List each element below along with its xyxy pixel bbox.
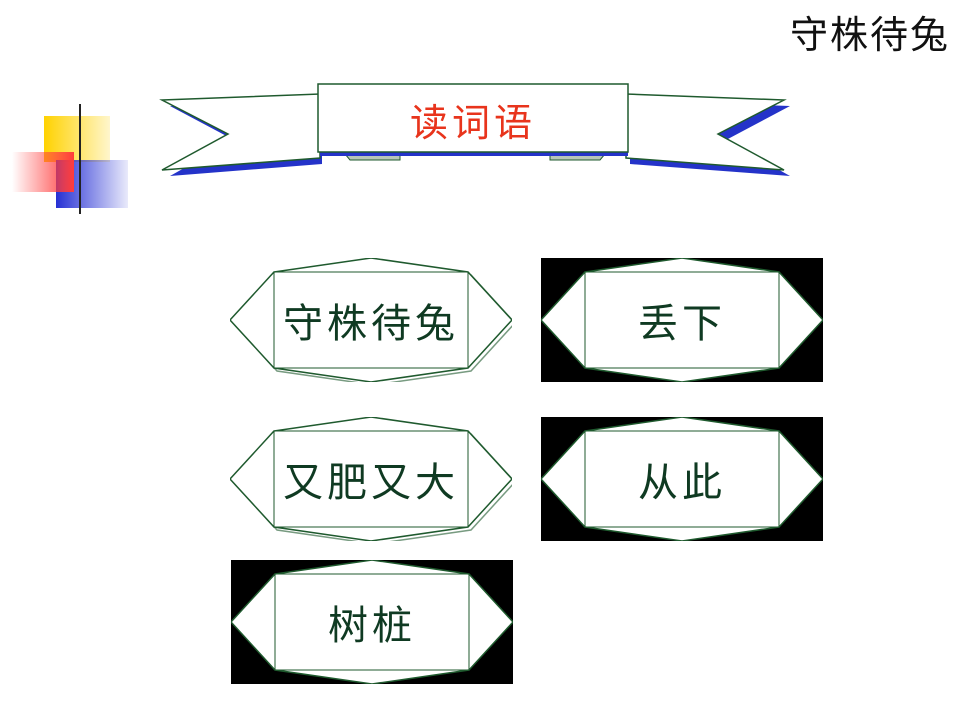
word-card[interactable]: 又肥又大 [230, 417, 512, 541]
banner-band [317, 83, 629, 153]
card-label: 树桩 [328, 603, 416, 649]
word-card[interactable]: 树桩 [231, 560, 513, 684]
word-card[interactable]: 从此 [541, 417, 823, 541]
star-card-shape [230, 417, 512, 541]
star-card-shape [541, 258, 823, 382]
word-card[interactable]: 丢下 [541, 258, 823, 382]
header-decoration [12, 83, 880, 214]
card-label: 又肥又大 [283, 460, 459, 506]
star-card-shape [541, 417, 823, 541]
corner-title: 守株待兔 [789, 13, 950, 57]
banner-title: 读词语 [409, 100, 536, 145]
card-label: 丢下 [638, 301, 726, 347]
deco-red-square [12, 152, 74, 192]
card-label: 守株待兔 [283, 301, 459, 347]
card-label: 从此 [638, 460, 726, 506]
word-card[interactable]: 守株待兔 [230, 258, 512, 382]
star-card-shape [230, 258, 512, 382]
star-card-shape [231, 560, 513, 684]
